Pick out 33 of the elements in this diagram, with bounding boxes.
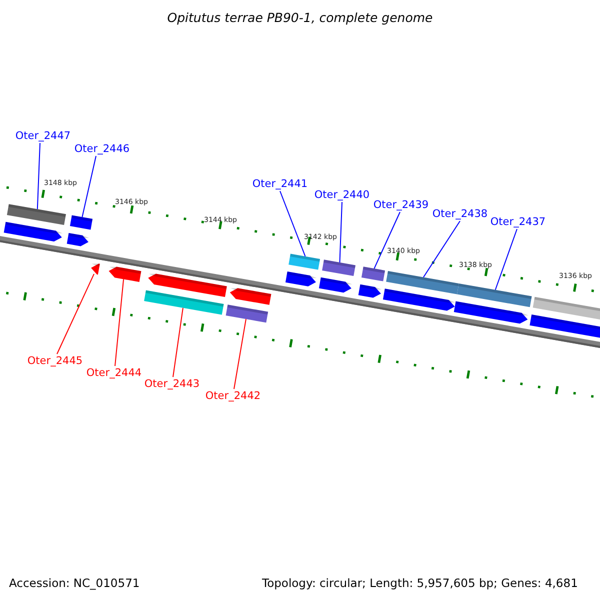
leader-line (422, 220, 460, 278)
gene-feature (318, 260, 356, 293)
gene-label: Oter_2442 (197, 389, 269, 403)
leader-line (82, 156, 96, 218)
leader-line (114, 278, 124, 366)
leader-line (494, 228, 518, 290)
leader-line (339, 202, 342, 263)
leader-line (56, 273, 94, 354)
gene-feature (226, 288, 272, 323)
gene-feature (382, 270, 459, 311)
gene-label: Oter_2445 (19, 354, 91, 368)
gene-label: Oter_2443 (136, 377, 208, 391)
gene-feature (285, 254, 320, 286)
gene-feature (530, 296, 600, 340)
title: Opitutus terrae PB90-1, complete genome (166, 10, 434, 25)
gene-feature (108, 266, 142, 282)
gene-feature (4, 204, 66, 242)
gene-label: Oter_2444 (78, 366, 150, 380)
gene-label: Oter_2446 (66, 142, 138, 156)
gene-label: Oter_2447 (7, 129, 79, 143)
leader-line (36, 142, 40, 210)
gene-feature (144, 274, 227, 315)
gene-feature (66, 215, 93, 246)
gene-label: Oter_2441 (244, 177, 316, 191)
leader-line (234, 318, 246, 390)
leader-line (280, 190, 306, 257)
gene-feature (358, 266, 386, 298)
gene-feature (91, 264, 100, 275)
leader-line (374, 212, 400, 270)
gene-feature (454, 283, 532, 324)
footer-note: Accession: NC_010571 (9, 576, 140, 590)
leader-line (172, 307, 184, 378)
footer-note: Topology: circular; Length: 5,957,605 bp; Genes: 4,681 (262, 576, 578, 590)
